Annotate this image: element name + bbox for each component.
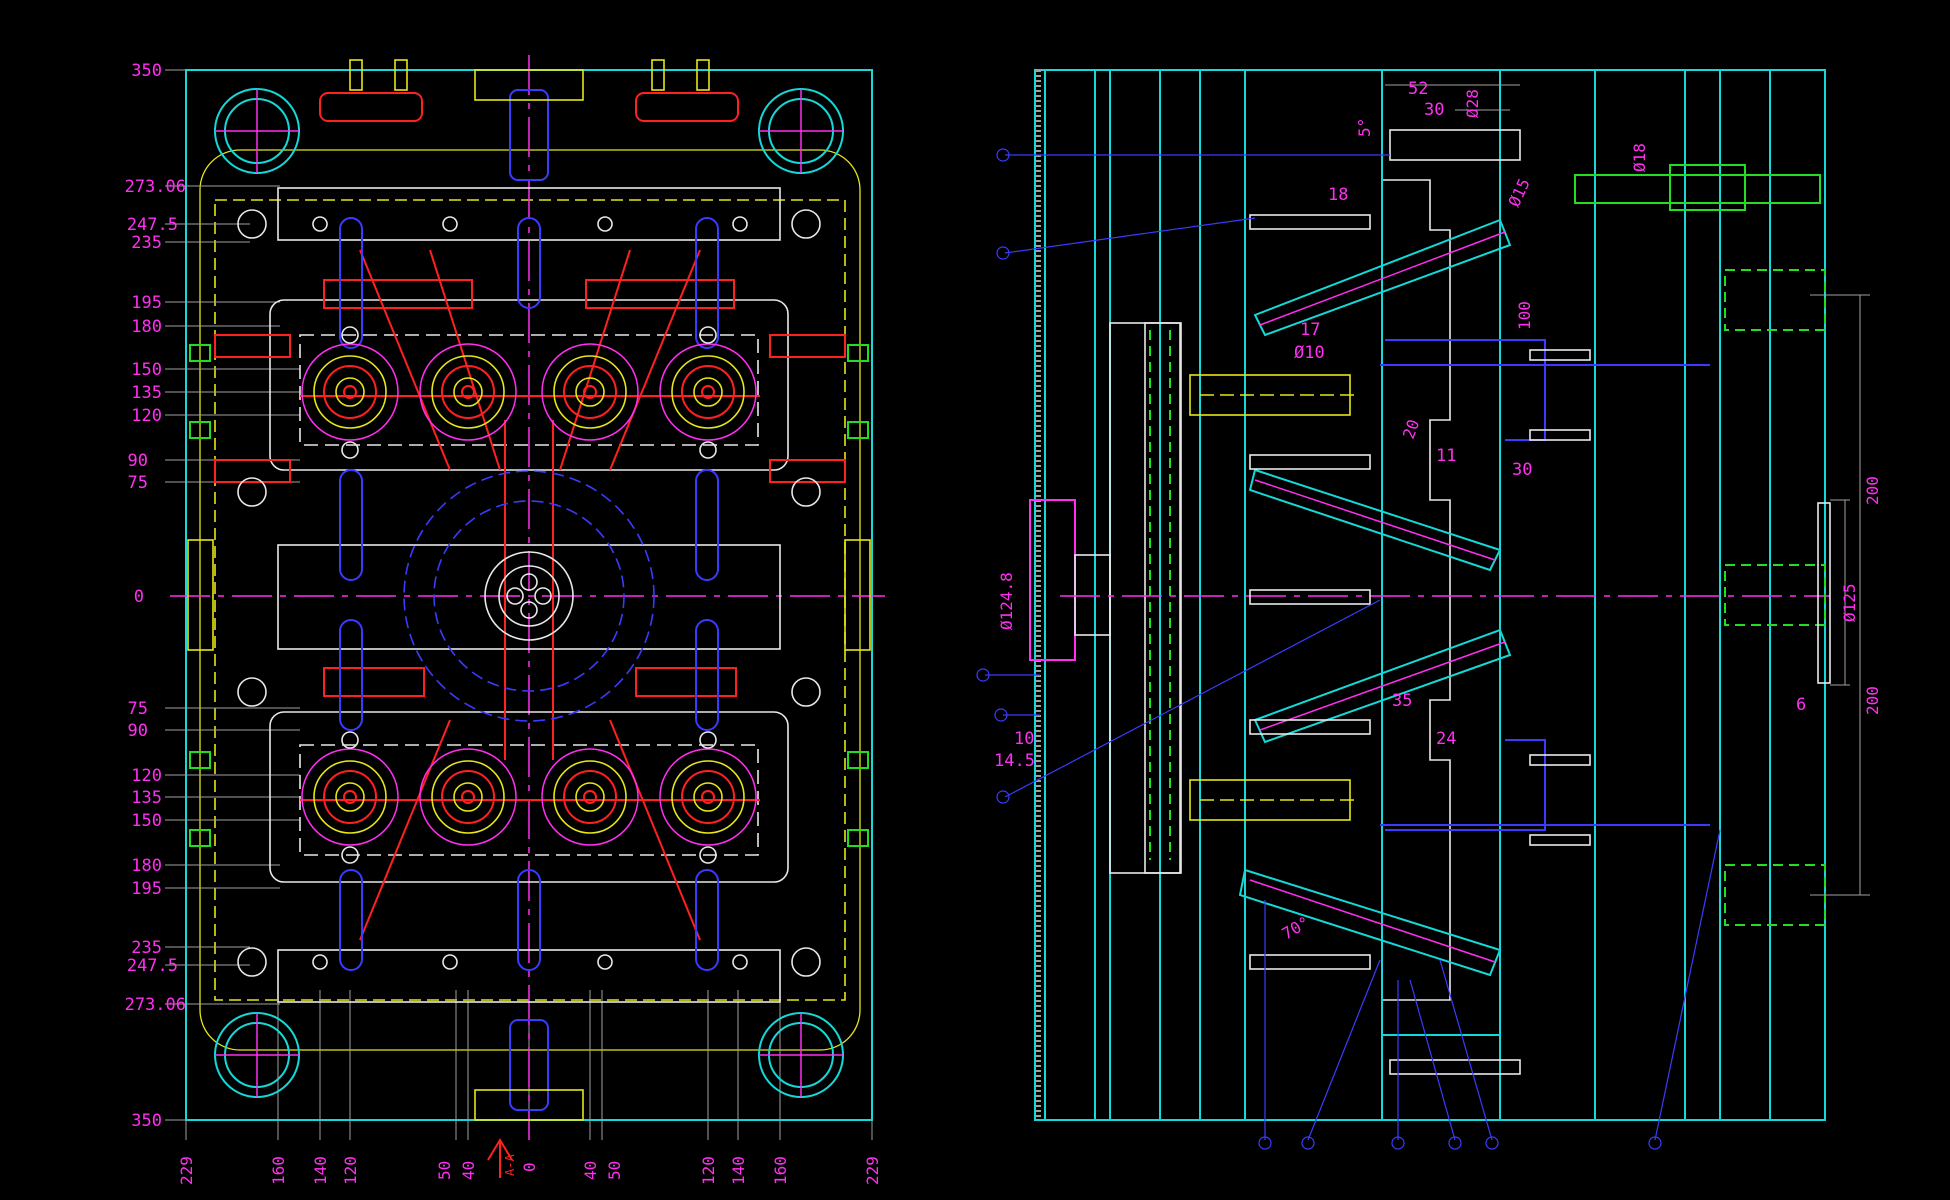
dim-label: 75 [128, 473, 148, 493]
dim-label: 180 [131, 856, 162, 876]
guide-bushing-tr [758, 88, 844, 174]
dim-label: 30 [1424, 100, 1444, 120]
guide-bushing-tl [214, 88, 300, 174]
dim-label: 135 [131, 788, 162, 808]
dim-label: 135 [131, 383, 162, 403]
section-dims: 52 30 Ø28 Ø18 Ø15 5° 18 17 Ø10 100 20 11… [994, 79, 1882, 943]
cavity-row-top [301, 343, 757, 441]
dim-label: 30 [1512, 460, 1532, 480]
dim-label: 17 [1300, 320, 1320, 340]
dim-label: Ø15 [1504, 175, 1533, 209]
sprue-bushing [484, 551, 574, 641]
dim-label: 273.06 [125, 995, 186, 1015]
dim-label: 140 [729, 1156, 748, 1185]
cavity-row-bottom [301, 748, 757, 846]
dim-label: 6 [1796, 695, 1806, 715]
dim-label: 200 [1863, 476, 1882, 505]
section-marker-label: A-A [503, 1154, 517, 1176]
dim-label: 75 [128, 699, 148, 719]
dim-label: 18 [1328, 185, 1348, 205]
dim-label: 150 [131, 360, 162, 380]
dim-label: 10 [1014, 729, 1034, 749]
dim-label: Ø124.8 [997, 572, 1016, 630]
dim-label: Ø125 [1840, 583, 1859, 622]
dim-label: 5° [1355, 118, 1374, 137]
side-bolts [189, 344, 869, 847]
angled-lifters [1238, 218, 1512, 977]
dim-label: 0 [134, 587, 144, 607]
guide-bushing-br [758, 1012, 844, 1098]
plan-horizontal-dims: 229 160 140 120 50 40 0 40 50 120 140 16… [177, 1156, 882, 1185]
plan-view: 350 273.06 247.5 235 195 180 150 135 120… [125, 55, 885, 1185]
dim-label: 350 [131, 61, 162, 81]
dim-label: 235 [131, 938, 162, 958]
plan-vertical-dims: 350 273.06 247.5 235 195 180 150 135 120… [125, 61, 186, 1131]
callout-leaders [976, 148, 1721, 1150]
dim-label: 35 [1392, 691, 1412, 711]
dim-label: 200 [1863, 686, 1882, 715]
dim-label: Ø18 [1630, 143, 1649, 172]
dim-label: 120 [699, 1156, 718, 1185]
slider-blocks [214, 92, 846, 941]
dim-label: 195 [131, 879, 162, 899]
dim-label: 160 [771, 1156, 790, 1185]
dim-label: 350 [131, 1111, 162, 1131]
dim-label: 0 [520, 1162, 539, 1172]
dim-label: 11 [1436, 446, 1456, 466]
dim-label: 247.5 [127, 215, 178, 235]
dim-label: Ø10 [1294, 343, 1325, 363]
dim-label: 14.5 [994, 751, 1035, 771]
dim-label: 50 [435, 1161, 454, 1180]
dim-label: 229 [177, 1156, 196, 1185]
dim-label: 235 [131, 233, 162, 253]
dim-label: 50 [605, 1161, 624, 1180]
guide-bushing-bl [214, 1012, 300, 1098]
dim-label: 90 [128, 721, 148, 741]
dim-label: 120 [341, 1156, 360, 1185]
section-view: 52 30 Ø28 Ø18 Ø15 5° 18 17 Ø10 100 20 11… [976, 69, 1882, 1150]
dim-label: 120 [131, 766, 162, 786]
dim-label: 273.06 [125, 177, 186, 197]
dim-label: 180 [131, 317, 162, 337]
dim-label: 247.5 [127, 956, 178, 976]
dim-label: 40 [459, 1161, 478, 1180]
dim-label: 100 [1515, 301, 1534, 330]
dim-label: 229 [863, 1156, 882, 1185]
dim-label: 160 [269, 1156, 288, 1185]
dim-label: 52 [1408, 79, 1428, 99]
dim-label: 120 [131, 406, 162, 426]
cooling-channels [339, 89, 719, 1111]
dim-label: 40 [581, 1161, 600, 1180]
dim-label: 195 [131, 293, 162, 313]
dim-label: 20 [1399, 417, 1423, 442]
dim-label: 90 [128, 451, 148, 471]
dim-label: 24 [1436, 729, 1456, 749]
dim-label: 150 [131, 811, 162, 831]
dim-label: Ø28 [1463, 89, 1482, 118]
dim-label: 140 [311, 1156, 330, 1185]
